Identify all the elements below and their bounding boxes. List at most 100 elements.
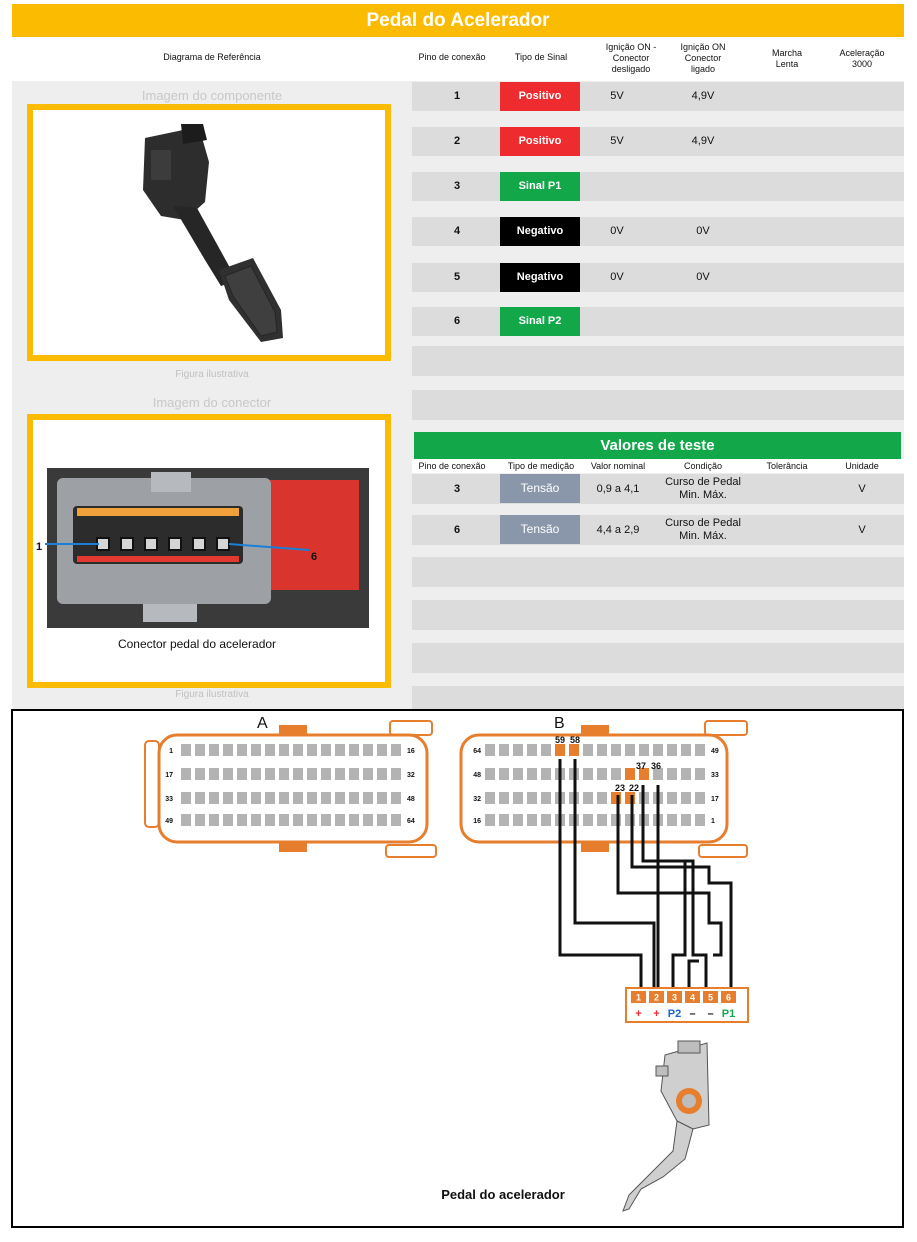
pedal-pin-number: 1 [636, 993, 641, 1003]
empty-row-bg [412, 390, 904, 420]
connector-b-row-start: 64 [473, 748, 481, 755]
pedal-pin-number: 2 [654, 993, 659, 1003]
ign-off-value: 0V [610, 271, 624, 283]
pin-cavity [223, 768, 233, 780]
pin-cavity [695, 792, 705, 804]
pedal-pin-sign: – [707, 1008, 713, 1020]
pin-cavity [639, 744, 649, 756]
signal-badge: Positivo [500, 127, 580, 156]
connector-a-row-end: 16 [407, 748, 415, 755]
pedal-pin [685, 991, 700, 1003]
pin-cavity [625, 744, 635, 756]
pin-cavity [653, 768, 663, 780]
page-title: Pedal do Acelerador [12, 4, 904, 37]
pin-cavity [321, 744, 331, 756]
header-ign-on: Ignição ON Conector ligado [680, 42, 726, 74]
pin-cavity [625, 814, 635, 826]
ign-on-value: 0V [696, 225, 710, 237]
connector-image-caption: Imagem do conector [152, 395, 272, 410]
pin-cavity [513, 814, 523, 826]
pin-cavity [335, 744, 345, 756]
condition-line-2: Min. Máx. [679, 530, 727, 542]
connector-b-row-start: 16 [473, 818, 481, 825]
pin-cavity [695, 744, 705, 756]
pin-cavity [583, 792, 593, 804]
empty-row-bg [412, 557, 904, 587]
pin-cavity [321, 814, 331, 826]
pin-cavity [223, 792, 233, 804]
pin-cavity-highlighted [555, 744, 565, 756]
signal-badge: Sinal P1 [500, 172, 580, 201]
pin-cavity [335, 814, 345, 826]
connector-pin-6-label: 6 [311, 551, 317, 563]
figure-caption-2: Figura ilustrativa [175, 689, 249, 700]
pin-cavity [391, 792, 401, 804]
condition-line-1: Curso de Pedal [665, 476, 741, 488]
pin-cavity [307, 768, 317, 780]
pin-cavity [307, 792, 317, 804]
pin-cavity [195, 768, 205, 780]
pin-cavity [349, 814, 359, 826]
pin-cavity-highlighted [569, 744, 579, 756]
pin-cavity [681, 792, 691, 804]
pedal-pin-sign: + [635, 1008, 641, 1020]
pin-cavity [681, 744, 691, 756]
pin-cavity [527, 744, 537, 756]
connector-b-label: B [554, 715, 565, 732]
pin-cavity [349, 792, 359, 804]
pin-cavity [349, 768, 359, 780]
component-image-caption: Imagem do componente [141, 88, 283, 103]
empty-row-bg [412, 643, 904, 673]
connector-image-frame: 1 6 Conector pedal do acelerador [27, 414, 391, 688]
pin-cavity [541, 768, 551, 780]
connector-b-bottom-left-tab [385, 844, 437, 858]
pin-cavity [181, 792, 191, 804]
pin-cavity [499, 814, 509, 826]
connector-b-row-end: 1 [711, 818, 715, 825]
pin-cavity [223, 814, 233, 826]
tv-header-tolerance: Tolerância [766, 461, 808, 471]
pin-cavity [237, 768, 247, 780]
table-header [12, 37, 904, 81]
pin-cavity [279, 744, 289, 756]
pin-cavity [237, 744, 247, 756]
pin-cavity [527, 768, 537, 780]
pin-cavity [195, 744, 205, 756]
connector-b-pin-number: 58 [570, 735, 580, 745]
pin-cavity [667, 814, 677, 826]
pin-cavity [597, 792, 607, 804]
pin-cavity [681, 768, 691, 780]
pin-cavity [597, 814, 607, 826]
tv-header-unit: Unidade [845, 461, 879, 471]
pin-cavity [181, 744, 191, 756]
pin-cavity [363, 792, 373, 804]
pin-cavity-highlighted [611, 792, 621, 804]
pin-cavity [363, 768, 373, 780]
pin-row-bg [412, 127, 904, 156]
pin-cavity [695, 814, 705, 826]
ign-off-value: 0V [610, 225, 624, 237]
pin-cavity [265, 814, 275, 826]
pin-cavity [527, 814, 537, 826]
pin-cavity [251, 744, 261, 756]
condition-line-2: Min. Máx. [679, 489, 727, 501]
pin-cavity [499, 744, 509, 756]
pin-cavity-highlighted [625, 792, 635, 804]
ign-on-value: 4,9V [691, 90, 715, 102]
header-signal-type: Tipo de Sinal [514, 52, 568, 62]
pin-cavity [237, 792, 247, 804]
pin-cavity [583, 768, 593, 780]
pin-cavity [265, 744, 275, 756]
pin-cavity [195, 814, 205, 826]
pin-cavity [209, 792, 219, 804]
connector-a-row-start: 33 [165, 796, 173, 803]
unit-value: V [858, 524, 866, 536]
connector-b-pin-number: 37 [636, 761, 646, 771]
pedal-pin-number: 6 [726, 993, 731, 1003]
pin-cavity [293, 792, 303, 804]
tv-header-pin: Pino de conexão [418, 461, 486, 471]
pin-cavity [265, 768, 275, 780]
